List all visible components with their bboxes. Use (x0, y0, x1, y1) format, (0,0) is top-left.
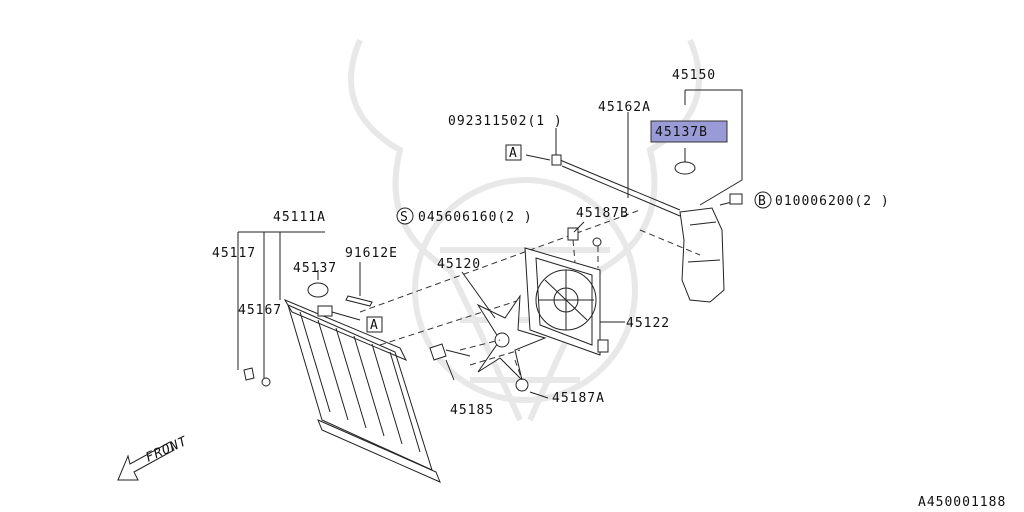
label-91612e: 91612E (345, 246, 398, 261)
marker-a-mid: A (370, 318, 379, 333)
fan-group (429, 271, 549, 399)
nut-45187a (515, 378, 529, 392)
marker-a-top: A (509, 146, 518, 161)
label-45137b: 45137B (655, 125, 708, 140)
front-label: FRONT (144, 434, 191, 466)
label-092311502: 092311502(1 ) (448, 114, 563, 129)
marker-b-circle (754, 191, 772, 209)
bolt-010006200 (729, 193, 743, 205)
radiator-group (237, 209, 641, 483)
reservoir-tank-group (525, 89, 743, 303)
label-45187a: 45187A (552, 391, 605, 406)
label-45122: 45122 (626, 316, 670, 331)
label-45120: 45120 (437, 257, 481, 272)
marker-b: B (758, 194, 767, 209)
marker-a-mid-box (366, 316, 383, 333)
marker-s-circle (396, 207, 414, 225)
label-45167: 45167 (238, 303, 282, 318)
label-45111a: 45111A (273, 210, 326, 225)
marker-s: S (400, 210, 409, 225)
radiator-cap (307, 282, 329, 298)
fan-shroud-group (524, 221, 625, 356)
marker-a-top-box (505, 144, 522, 161)
label-45150: 45150 (672, 68, 716, 83)
highlight-45137b (650, 120, 728, 143)
label-45187b: 45187B (576, 206, 629, 221)
label-45117: 45117 (212, 246, 256, 261)
reservoir-tank (679, 207, 725, 303)
label-010006200: 010006200(2 ) (775, 194, 890, 209)
front-arrow (117, 441, 175, 481)
clip-092311502 (551, 154, 562, 166)
label-45185: 45185 (450, 403, 494, 418)
radiator-core (287, 304, 433, 471)
bolt-45185 (429, 343, 447, 361)
watermark-emblem (348, 38, 702, 422)
label-045606160: 045606160(2 ) (418, 210, 533, 225)
label-45162a: 45162A (598, 100, 651, 115)
label-45137: 45137 (293, 261, 337, 276)
figure-id: A450001188 (918, 495, 1006, 510)
reservoir-cap (674, 161, 696, 175)
